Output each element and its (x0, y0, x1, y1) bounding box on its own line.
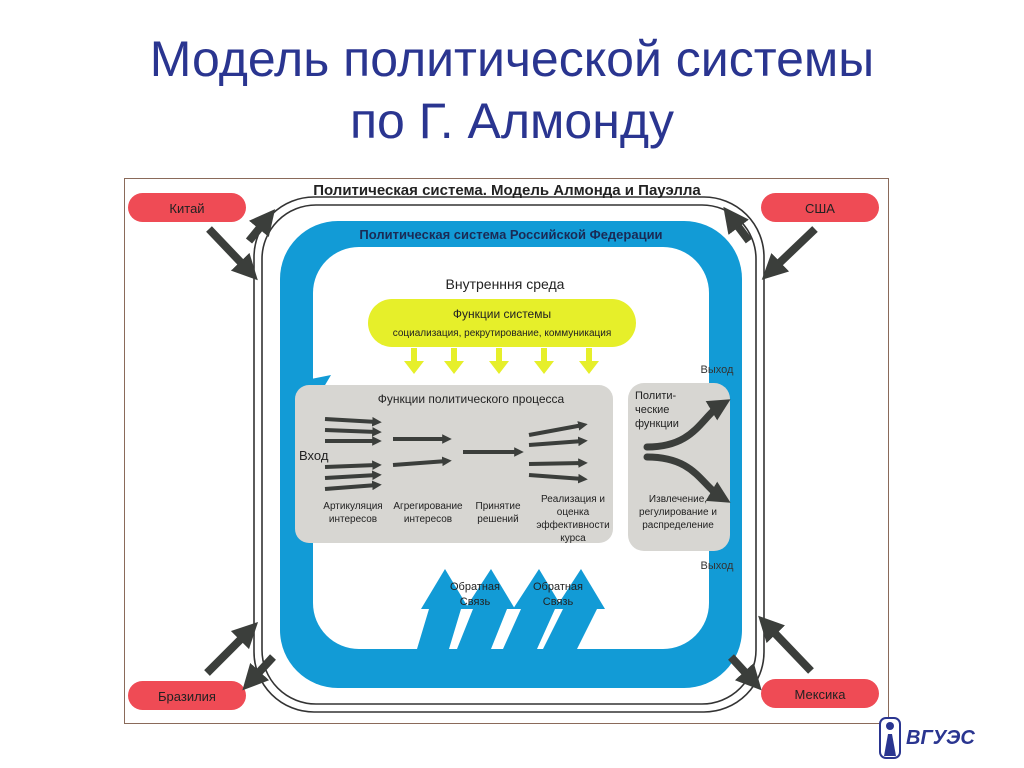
vguees-logo: ВГУЭС (878, 708, 1008, 764)
feedback-arrow-1 (417, 569, 469, 649)
aggregation-arrow-2 (392, 456, 452, 467)
diagram-header: Политическая система. Модель Алмонда и П… (313, 182, 701, 199)
stage-implementation-line-3: эффективности (536, 519, 609, 531)
feedback-1-line-2: Связь (460, 596, 491, 608)
system-functions-box (368, 299, 636, 347)
input-label: Вход (299, 448, 329, 463)
feedback-2-line-1: Обратная (533, 581, 583, 593)
implementation-arrow-1 (528, 421, 588, 437)
diagram-subheader: Политическая система Российской Федераци… (359, 227, 662, 242)
slide-title-line-1: Модель политической системы (149, 31, 875, 87)
stage-articulation-line-1: Артикуляция (323, 501, 382, 512)
country-china-pill (128, 193, 246, 222)
stage-decision-line-2: решений (477, 514, 518, 525)
articulation-arrow-2 (324, 427, 382, 437)
feedback-2-line-2: Связь (543, 596, 574, 608)
country-usa-label: США (805, 201, 835, 216)
stage-implementation-line-1: Реализация и (541, 494, 605, 505)
china-to-system-arrow (206, 226, 258, 281)
country-mexico-label: Мексика (794, 687, 846, 702)
brazil-to-system-arrow (204, 621, 259, 676)
system-to-china-arrow (245, 209, 276, 244)
slide-title: Модель политической системы по Г. Алмонд… (0, 28, 1024, 152)
stage-implementation-line-4: курса (560, 533, 586, 544)
system-to-brazil-arrow (242, 654, 276, 691)
usa-to-system-arrow (761, 226, 818, 280)
output-label-top: Выход (701, 364, 734, 376)
implementation-arrow-3 (528, 458, 588, 468)
political-process-title: Функции политического процесса (378, 392, 565, 406)
almond-model-diagram: Политическая система. Модель Алмонда и П… (124, 178, 889, 724)
feedback-1-line-1: Обратная (450, 581, 500, 593)
feedback-arrow-3 (503, 569, 563, 649)
feedback-arrow-4 (543, 569, 605, 649)
political-functions-line-1: Полити- (635, 390, 677, 402)
system-functions-title: Функции системы (453, 307, 551, 321)
slide-title-line-2: по Г. Алмонду (349, 93, 675, 149)
country-brazil-pill (128, 681, 246, 710)
stage-decision-line-1: Принятие (476, 501, 521, 512)
country-china-label: Китай (169, 201, 204, 216)
yellow-arrow-1 (404, 348, 424, 374)
implementation-arrow-4 (528, 473, 588, 484)
political-functions-line-2: ческие (635, 404, 669, 416)
yellow-arrow-3 (489, 348, 509, 374)
stage-articulation-line-2: интересов (329, 514, 377, 525)
system-to-usa-arrow (723, 206, 753, 244)
country-mexico-pill (761, 679, 879, 708)
yellow-arrow-2 (444, 348, 464, 374)
output-curve-down (643, 453, 731, 503)
country-usa-pill (761, 193, 879, 222)
extraction-line-3: распределение (642, 520, 714, 531)
extraction-line-1: Извлечение, (649, 494, 707, 505)
implementation-arrow-2 (528, 436, 588, 447)
logo-graphic: ВГУЭС (879, 717, 975, 759)
yellow-arrow-5 (579, 348, 599, 374)
output-split-arrows (643, 399, 731, 503)
articulation-arrow-5 (324, 470, 382, 481)
articulation-arrow-1 (324, 416, 382, 427)
output-curve-up (643, 399, 731, 451)
system-to-mexico-arrow (728, 654, 762, 691)
exchange-arrows (204, 206, 818, 691)
process-arrows (324, 416, 588, 491)
stage-aggregation-line-2: интересов (404, 514, 452, 525)
extraction-line-2: регулирование и (639, 507, 717, 518)
country-brazil-label: Бразилия (158, 689, 216, 704)
environment-label: Внутренння среда (446, 276, 565, 292)
output-label-bottom: Выход (701, 560, 734, 572)
logo-text: ВГУЭС (906, 727, 975, 749)
stage-aggregation-line-1: Агрегирование (393, 501, 463, 512)
articulation-arrow-4 (324, 460, 382, 470)
yellow-arrow-4 (534, 348, 554, 374)
system-functions-subtitle: социализация, рекрутирование, коммуникац… (393, 328, 612, 339)
stage-implementation-line-2: оценка (557, 507, 590, 518)
diagram-canvas: Политическая система. Модель Алмонда и П… (128, 182, 879, 713)
feedback-arrow-2 (457, 569, 515, 649)
yellow-arrows (404, 348, 599, 374)
feedback-arrows (417, 569, 605, 649)
articulation-arrow-6 (324, 480, 382, 491)
mexico-to-system-arrow (758, 615, 814, 674)
political-functions-line-3: функции (635, 418, 679, 430)
system-boundary-outer (253, 196, 765, 713)
